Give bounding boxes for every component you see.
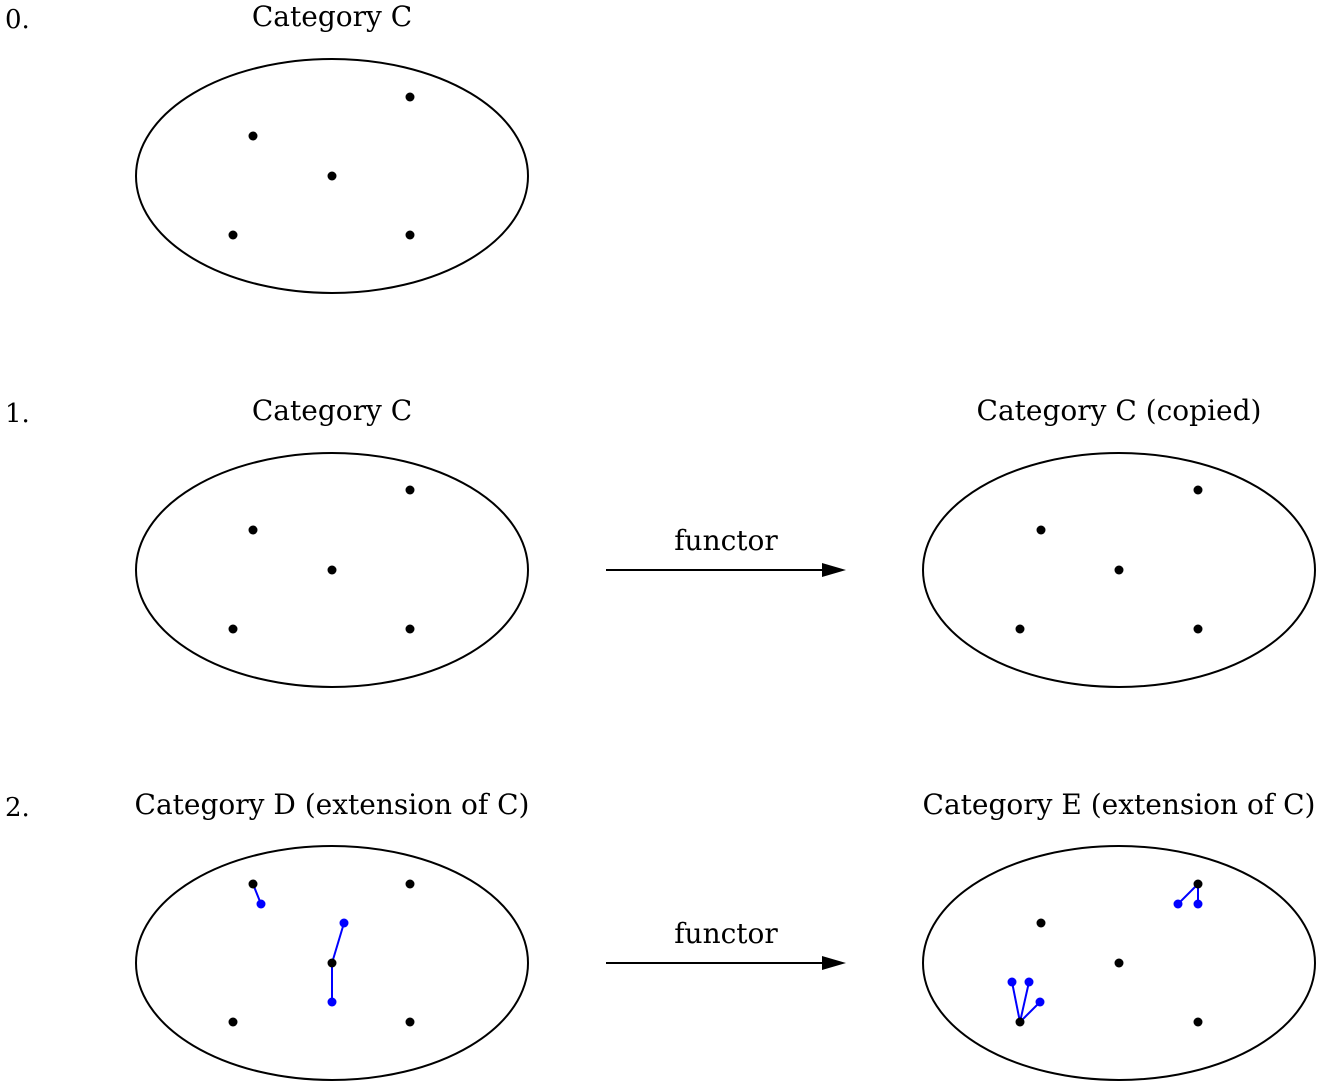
object-dot bbox=[248, 131, 258, 141]
arrow-head bbox=[822, 956, 846, 970]
object-dot bbox=[405, 230, 415, 240]
category-c-ellipse-row0 bbox=[135, 58, 529, 294]
object-dot bbox=[248, 879, 258, 889]
arrow-head bbox=[822, 563, 846, 577]
object-dot bbox=[228, 1017, 238, 1027]
category-c-copied-ellipse bbox=[922, 452, 1316, 688]
object-dot bbox=[1015, 1017, 1025, 1027]
category-c-title-row1: Category C bbox=[252, 394, 412, 427]
category-c-title-row0: Category C bbox=[252, 0, 412, 33]
category-c-row0 bbox=[135, 58, 529, 294]
object-dot bbox=[1015, 624, 1025, 634]
functor-arrow-row2 bbox=[606, 956, 846, 970]
category-d bbox=[135, 845, 529, 1081]
extension-dot bbox=[256, 899, 266, 909]
object-dot bbox=[327, 565, 337, 575]
object-dot bbox=[405, 1017, 415, 1027]
category-c-row1 bbox=[135, 452, 529, 688]
extension-edge bbox=[1019, 1001, 1041, 1023]
functor-arrow-row1 bbox=[606, 563, 846, 577]
extension-dot bbox=[1173, 899, 1183, 909]
extension-edge bbox=[1019, 981, 1030, 1023]
category-d-ellipse bbox=[135, 845, 529, 1081]
category-e bbox=[922, 845, 1316, 1081]
object-dot bbox=[405, 879, 415, 889]
object-dot bbox=[1036, 918, 1046, 928]
extension-dot bbox=[1007, 977, 1017, 987]
extension-dot bbox=[1024, 977, 1034, 987]
extension-dot bbox=[327, 997, 337, 1007]
object-dot bbox=[1193, 485, 1203, 495]
category-c-copied-title: Category C (copied) bbox=[977, 394, 1262, 427]
object-dot bbox=[405, 92, 415, 102]
object-dot bbox=[405, 624, 415, 634]
category-e-ellipse bbox=[922, 845, 1316, 1081]
category-d-title: Category D (extension of C) bbox=[135, 788, 530, 821]
object-dot bbox=[248, 525, 258, 535]
category-e-title: Category E (extension of C) bbox=[923, 788, 1316, 821]
step-label-1: 1. bbox=[5, 399, 30, 429]
object-dot bbox=[1193, 624, 1203, 634]
object-dot bbox=[1114, 958, 1124, 968]
functor-label-row1: functor bbox=[674, 524, 778, 557]
step-label-0: 0. bbox=[5, 5, 30, 35]
object-dot bbox=[1193, 879, 1203, 889]
object-dot bbox=[327, 958, 337, 968]
object-dot bbox=[228, 624, 238, 634]
category-c-ellipse-row1 bbox=[135, 452, 529, 688]
extension-dot bbox=[1193, 899, 1203, 909]
extension-dot bbox=[339, 918, 349, 928]
object-dot bbox=[405, 485, 415, 495]
functor-label-row2: functor bbox=[674, 917, 778, 950]
extension-edge bbox=[331, 922, 345, 964]
object-dot bbox=[228, 230, 238, 240]
object-dot bbox=[1193, 1017, 1203, 1027]
category-c-copied bbox=[922, 452, 1316, 688]
object-dot bbox=[327, 171, 337, 181]
object-dot bbox=[1114, 565, 1124, 575]
extension-edge bbox=[1177, 883, 1199, 905]
extension-edge bbox=[1011, 981, 1021, 1023]
extension-dot bbox=[1035, 997, 1045, 1007]
step-label-2: 2. bbox=[5, 793, 30, 823]
object-dot bbox=[1036, 525, 1046, 535]
